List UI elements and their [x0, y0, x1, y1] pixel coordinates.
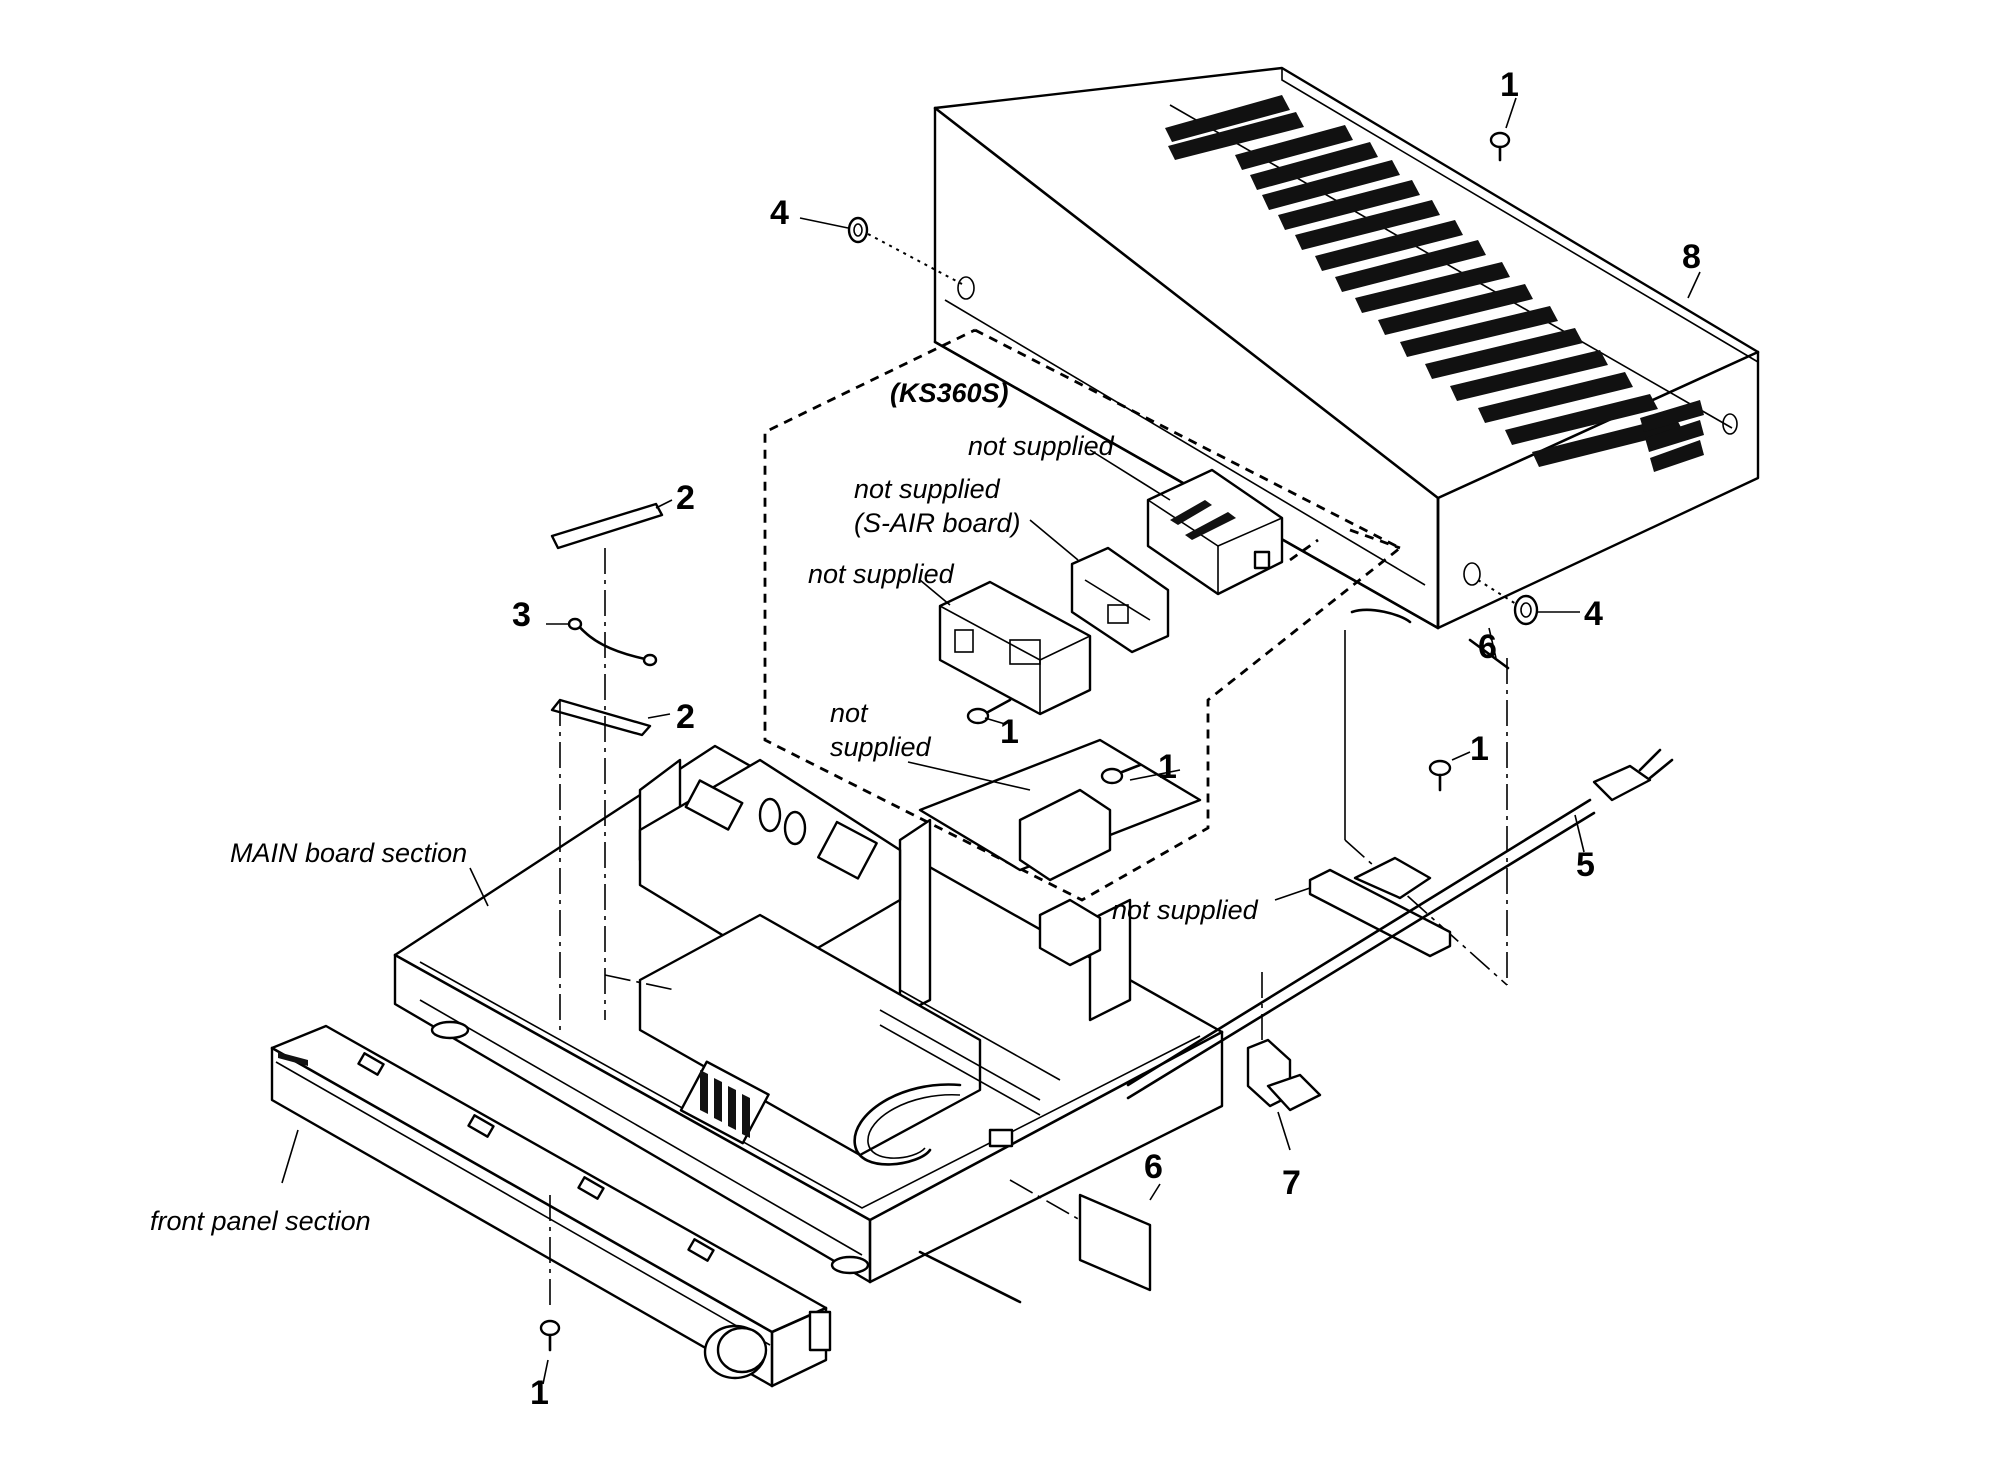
label-4-left: 4: [770, 194, 789, 232]
screw-1-middle: [1100, 763, 1142, 785]
wire-part-3: [546, 617, 658, 667]
label-1-top: 1: [1500, 66, 1519, 104]
label-not-supplied-4b: supplied: [830, 732, 932, 762]
chassis-main-board-section: [393, 738, 1224, 1304]
label-not-supplied-4a: not: [830, 698, 869, 728]
label-8: 8: [1682, 238, 1701, 276]
label-main-board-section: MAIN board section: [230, 838, 467, 868]
label-front-panel-section: front panel section: [150, 1206, 371, 1236]
sheet-part-2-bottom: [550, 698, 671, 737]
volume-knob: [703, 1324, 768, 1380]
label-1-ks360s: 1: [1000, 713, 1019, 751]
label-6-right: 6: [1478, 628, 1497, 666]
label-3: 3: [512, 596, 531, 634]
label-not-supplied-2a: not supplied: [854, 474, 1001, 504]
bracket-not-supplied: [938, 580, 1092, 716]
label-2-bottom: 2: [676, 698, 695, 736]
sheet-part-2-top: [550, 499, 673, 550]
vent-grille: [1165, 95, 1704, 472]
screw-1-top: [1489, 131, 1511, 162]
label-not-supplied-3: not supplied: [808, 559, 955, 589]
top-cover-part-8: [799, 66, 1760, 630]
rear-cover-panel: [1308, 608, 1510, 986]
screw-1-bottom: [539, 1319, 561, 1352]
label-2-top: 2: [676, 479, 695, 517]
label-not-supplied-1: not supplied: [968, 431, 1115, 461]
washer-4-right: [1513, 594, 1539, 626]
label-5: 5: [1576, 846, 1595, 884]
bottom-plate-part-6: [1009, 1179, 1161, 1292]
label-4-right: 4: [1584, 595, 1603, 633]
front-panel-section: [270, 1024, 832, 1388]
label-not-supplied-5: not supplied: [1112, 895, 1259, 925]
cord-clamp-part-7: [1246, 972, 1322, 1151]
label-1-right: 1: [1470, 730, 1489, 768]
label-1-mid: 1: [1158, 748, 1177, 786]
label-7: 7: [1282, 1164, 1301, 1202]
washer-4-left: [847, 216, 869, 244]
label-1-bottom: 1: [530, 1374, 549, 1412]
label-6-bottom: 6: [1144, 1148, 1163, 1186]
label-ks360s: (KS360S): [890, 378, 1009, 408]
power-cord-part-5: [1126, 748, 1674, 1100]
screw-1-ks360s: [966, 698, 1012, 725]
s-air-housing: [1146, 468, 1284, 596]
s-air-board: [1070, 546, 1170, 654]
label-not-supplied-2b: (S-AIR board): [854, 508, 1021, 538]
ks360s-module-group: [763, 328, 1403, 902]
